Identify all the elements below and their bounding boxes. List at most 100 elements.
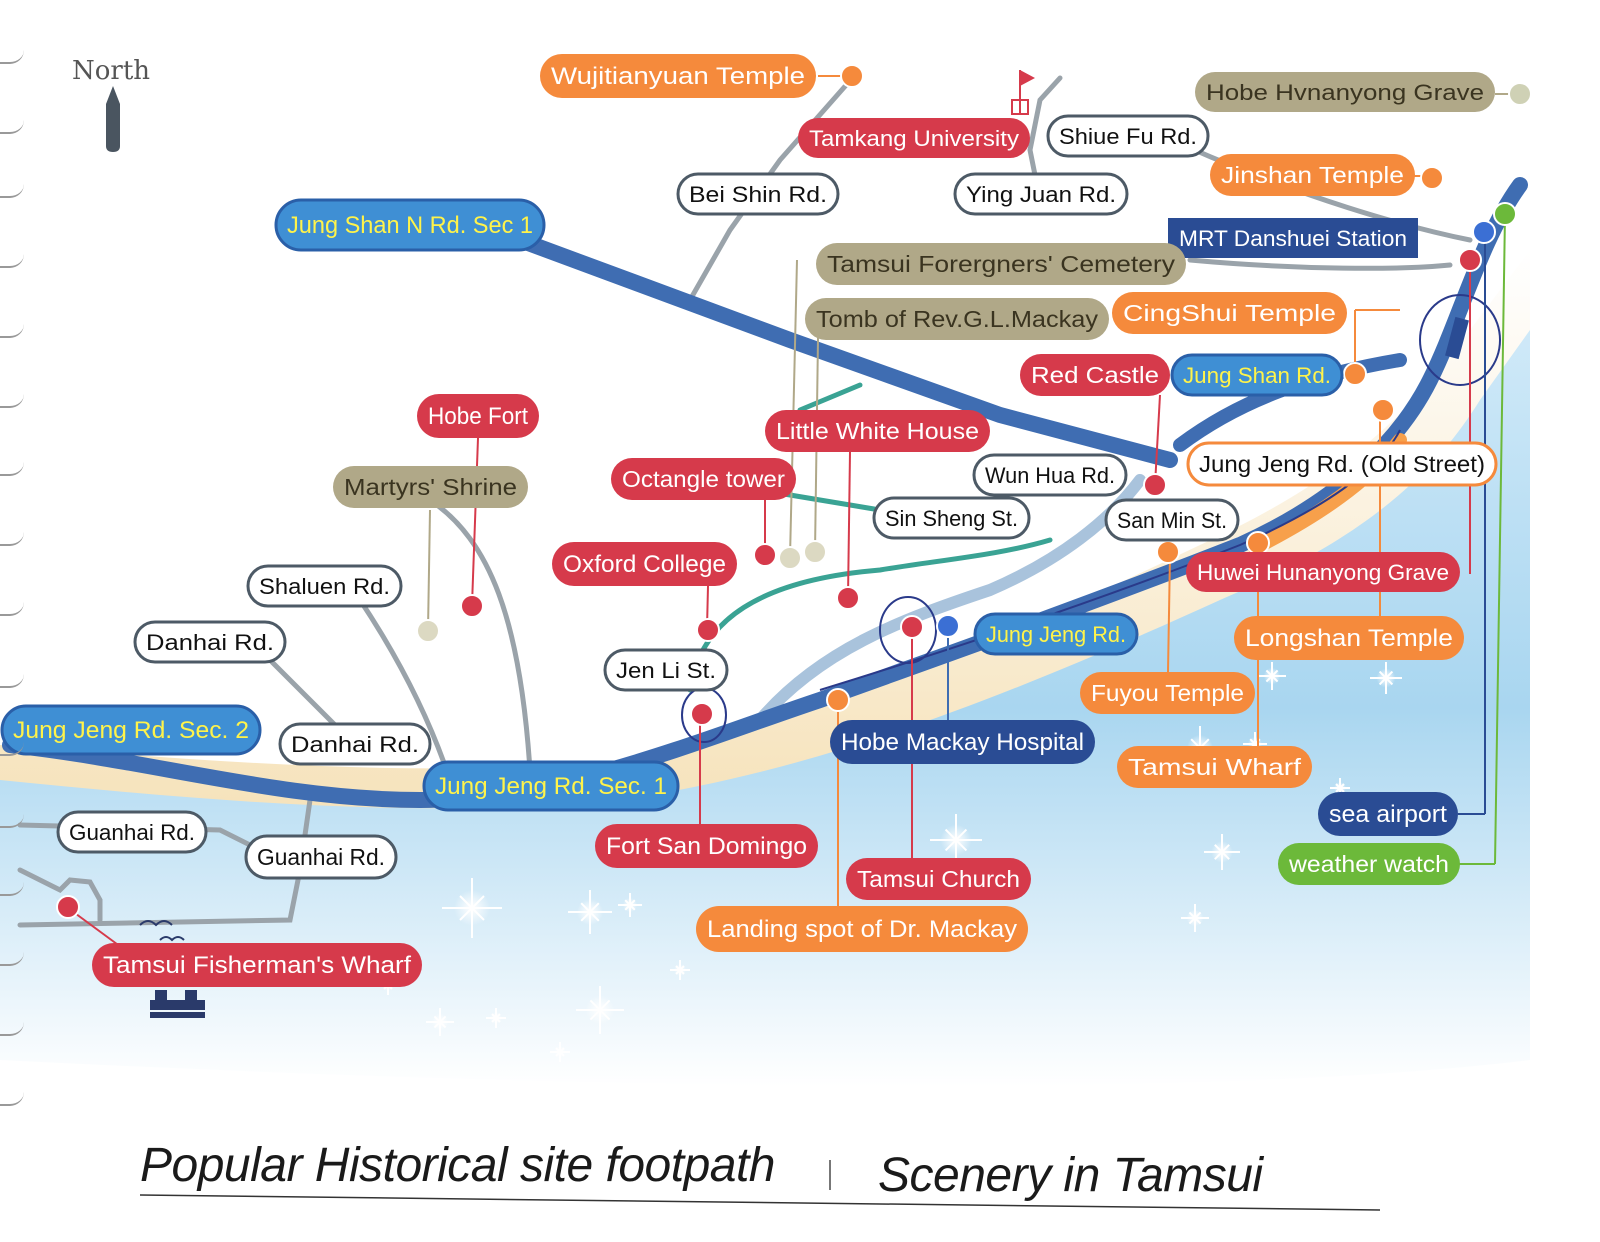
label-text-jung-shan-rd: Jung Shan Rd. [1183,363,1331,388]
leader-line [471,437,479,606]
label-bei-shin-rd: Bei Shin Rd. [676,172,840,216]
label-text-oxford-college: Oxford College [563,551,726,578]
label-shaluen-rd: Shaluen Rd. [246,564,403,608]
label-jung-jeng-rd-sec-2: Jung Jeng Rd. Sec. 2 [0,704,262,756]
site-marker-dot [836,586,860,610]
label-guanhai-rd-1: Guanhai Rd. [56,810,208,854]
label-weather-watch: weather watch [1278,843,1460,885]
label-shiue-fu-rd: Shiue Fu Rd. [1046,114,1210,158]
site-marker-dot [900,615,924,639]
label-little-white-house: Little White House [765,410,990,452]
label-jung-jeng-rd-sec-1: Jung Jeng Rd. Sec. 1 [422,760,680,812]
label-text-sea-airport: sea airport [1329,801,1447,828]
water-sparkles [378,662,1402,1062]
leader-line [1494,213,1506,865]
sparkle-icon [1258,662,1286,690]
label-tamkang-university: Tamkang University [798,118,1030,158]
north-arrow-icon [106,86,120,152]
site-marker-dot [1472,220,1496,244]
site-marker-dot [696,618,720,642]
label-text-mrt-danshuei-station: MRT Danshuei Station [1179,226,1407,251]
site-marker-dot [936,614,960,638]
label-hobe-fort: Hobe Fort [417,394,539,438]
label-san-min-st: San Min St. [1104,498,1240,542]
label-fuyou-temple: Fuyou Temple [1080,672,1255,714]
label-text-tamkang-university: Tamkang University [809,126,1019,151]
north-label: North [72,56,151,86]
site-marker-dot [803,540,827,564]
label-fort-san-domingo: Fort San Domingo [595,824,818,868]
label-sea-airport: sea airport [1318,792,1458,836]
label-cingshui-temple: CingShui Temple [1112,292,1347,334]
sparkle-icon [550,1042,570,1062]
site-marker-dot [460,594,484,618]
label-wun-hua-rd: Wun Hua Rd. [972,453,1128,497]
title-underline [139,1194,1381,1211]
label-guanhai-rd-2: Guanhai Rd. [244,834,398,880]
label-text-hobe-hvnanyong-grave: Hobe Hvnanyong Grave [1206,80,1484,105]
label-text-jung-jeng-rd-sec-1: Jung Jeng Rd. Sec. 1 [435,773,667,800]
site-marker-dot [1458,248,1482,272]
tamkang-flag-icon [1011,70,1035,115]
sparkle-icon [930,814,982,866]
label-text-little-white-house: Little White House [776,418,979,444]
label-text-guanhai-rd-1: Guanhai Rd. [69,820,195,845]
label-text-hobe-mackay-hospital: Hobe Mackay Hospital [841,729,1084,756]
sparkle-icon [670,960,690,980]
label-jung-jeng-rd-old-street: Jung Jeng Rd. (Old Street) [1186,441,1498,487]
leader-line [789,259,798,558]
label-text-tamsui-foreigners-cemetery: Tamsui Forergners' Cemetery [827,251,1176,277]
label-hobe-mackay-hospital: Hobe Mackay Hospital [830,720,1095,764]
shiue-fu-road [1147,127,1473,243]
label-text-danhai-rd-1: Danhai Rd. [146,630,274,655]
label-red-castle: Red Castle [1020,354,1170,396]
label-ying-juan-rd: Ying Juan Rd. [953,172,1129,216]
label-hobe-hvnanyong-grave: Hobe Hvnanyong Grave [1195,72,1495,112]
site-marker-dot [56,895,80,919]
sparkle-icon [568,890,612,934]
label-octangle-tower: Octangle tower [611,458,796,500]
map-subtitle: Scenery in Tamsui [878,1149,1263,1202]
sparkle-icon [576,986,624,1034]
river-area [0,330,1530,1087]
label-text-sin-sheng-st: Sin Sheng St. [885,506,1018,531]
sparkle-icon [1370,662,1402,694]
site-marker-dot [753,543,777,567]
label-text-shiue-fu-rd: Shiue Fu Rd. [1059,124,1197,149]
sparkle-icon [1181,904,1209,932]
jung-shan-n-road [512,232,1178,468]
label-text-jung-jeng-rd-sec-2: Jung Jeng Rd. Sec. 2 [13,717,249,744]
label-text-tamsui-fishermans-wharf: Tamsui Fisherman's Wharf [103,952,411,979]
label-text-fuyou-temple: Fuyou Temple [1091,680,1244,706]
sparkle-icon [1330,778,1350,798]
label-tamsui-wharf: Tamsui Wharf [1117,746,1312,788]
label-jung-jeng-rd: Jung Jeng Rd. [973,612,1139,656]
label-tomb-of-rev-mackay: Tomb of Rev.G.L.Mackay [805,298,1109,340]
label-landing-spot-dr-mackay: Landing spot of Dr. Mackay [696,906,1028,952]
label-huwei-hunanyong-grave: Huwei Hunanyong Grave [1186,552,1460,592]
site-marker-dot [778,546,802,570]
label-text-fort-san-domingo: Fort San Domingo [606,833,807,860]
label-text-huwei-hunanyong-grave: Huwei Hunanyong Grave [1197,560,1449,585]
site-marker-dot [690,702,714,726]
site-marker-dot [1371,398,1395,422]
label-text-tamsui-wharf: Tamsui Wharf [1128,754,1302,780]
site-marker-dot [1143,473,1167,497]
label-text-jen-li-st: Jen Li St. [616,658,716,683]
map-title: Popular Historical site footpath [140,1139,776,1192]
label-sin-sheng-st: Sin Sheng St. [872,496,1031,540]
label-tamsui-church: Tamsui Church [846,858,1031,900]
leader-line [847,451,851,598]
site-marker-dot [1156,540,1180,564]
label-text-danhai-rd-2: Danhai Rd. [291,732,419,757]
boat-icon [150,990,205,1018]
site-marker-dot [840,64,864,88]
leader-line [1167,554,1171,673]
label-danhai-rd-1: Danhai Rd. [133,620,287,664]
site-marker-dot [416,619,440,643]
sparkle-icon [486,1008,506,1028]
label-text-longshan-temple: Longshan Temple [1245,625,1453,652]
sparkle-icon [618,893,642,917]
label-text-martyrs-shrine: Martyrs' Shrine [344,474,517,500]
label-text-jinshan-temple: Jinshan Temple [1221,162,1404,188]
